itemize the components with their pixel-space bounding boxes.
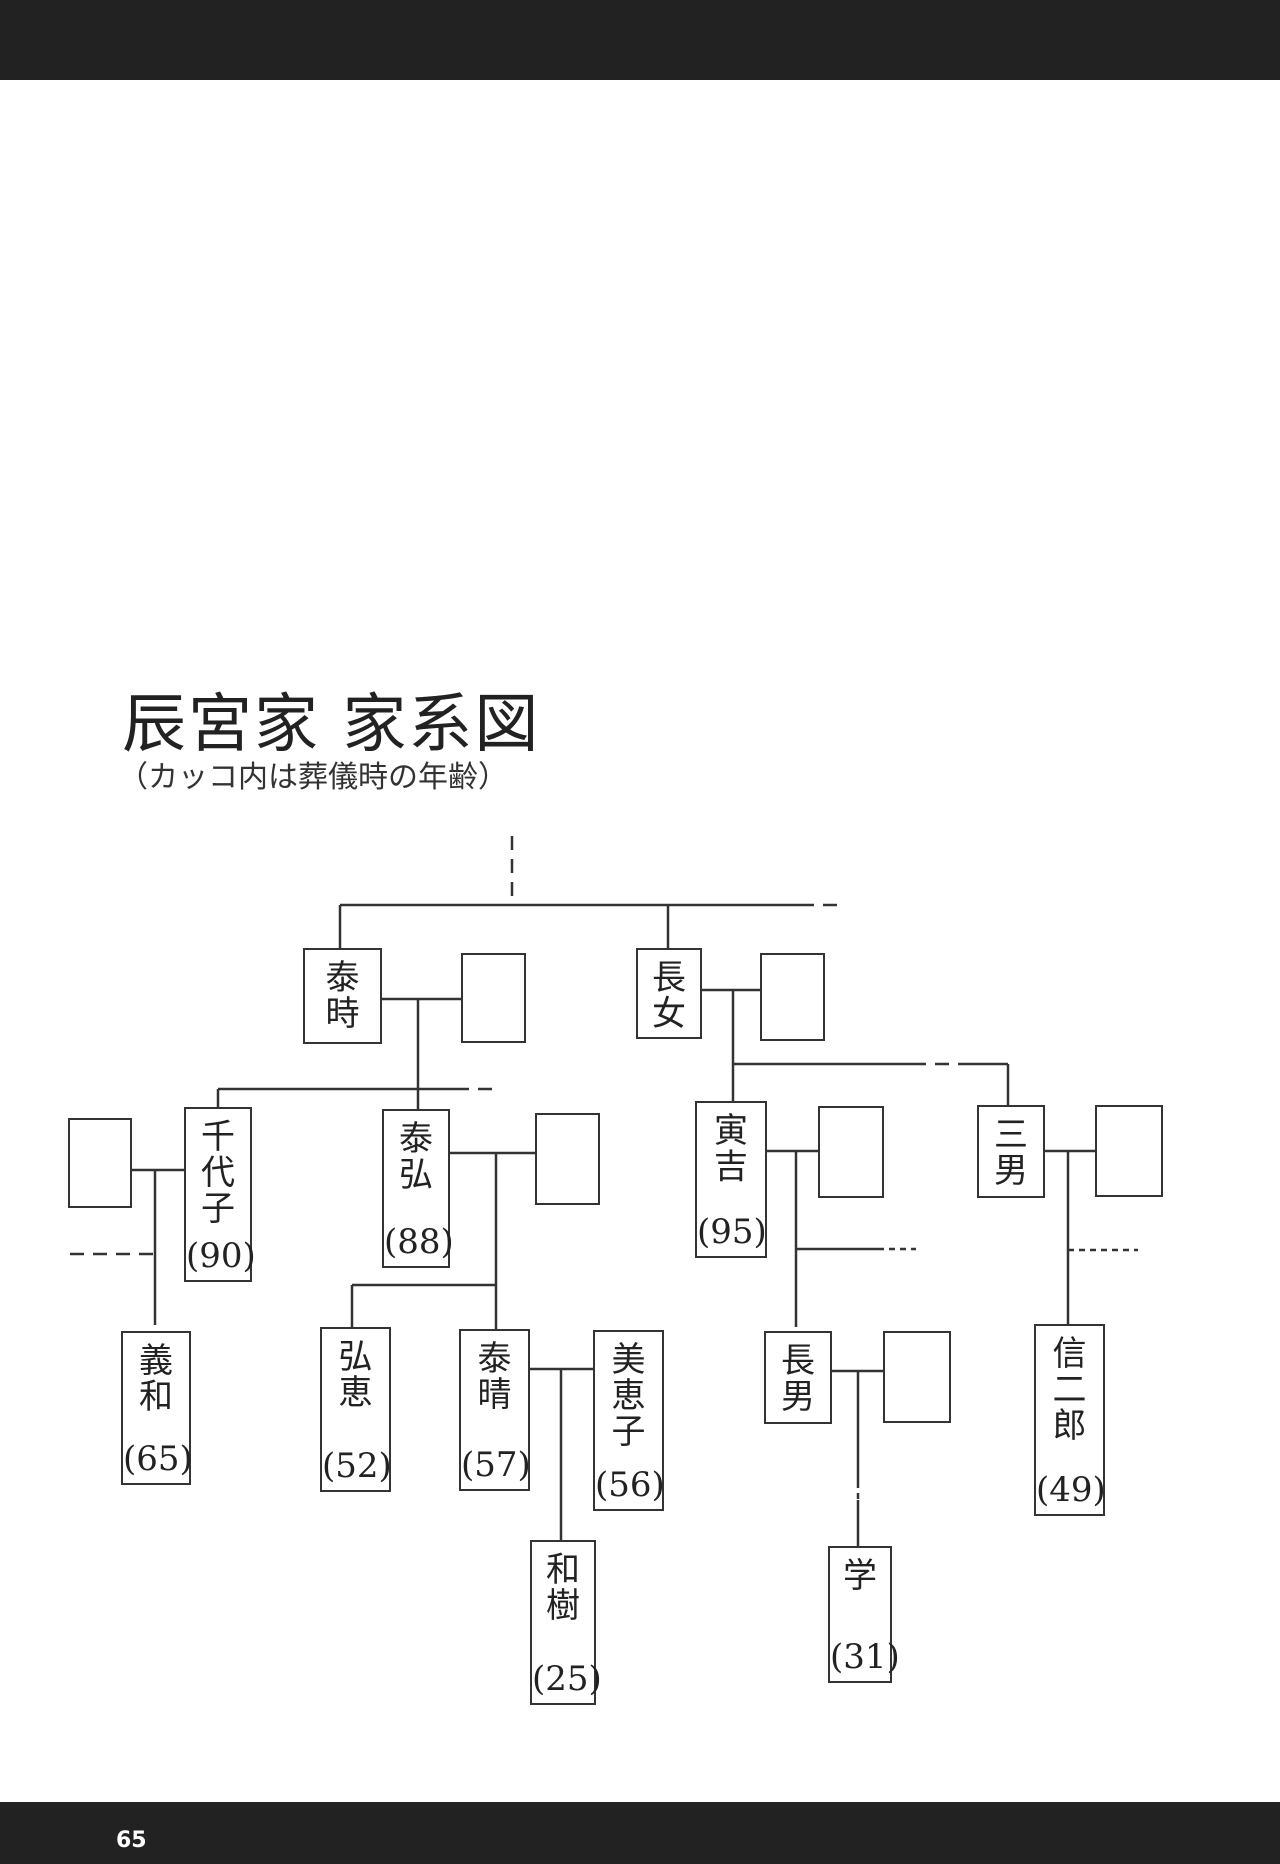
person-name: 千代子 — [201, 1117, 235, 1229]
person-age: (90) — [186, 1236, 256, 1276]
person-box-chounan: 長男 — [764, 1331, 832, 1424]
person-name: 長男 — [781, 1341, 815, 1417]
person-name: 美恵子 — [611, 1340, 646, 1452]
person-box-torakichi: 寅吉 (95) — [695, 1101, 767, 1258]
bottom-border-bar — [0, 1802, 1280, 1864]
spouse-box-sannan — [1095, 1105, 1163, 1197]
person-age: (52) — [322, 1446, 392, 1486]
top-border-bar — [0, 0, 1280, 80]
person-box-manabu: 学 (31) — [828, 1546, 900, 1683]
person-name: 三男 — [994, 1115, 1028, 1191]
person-name: 弘恵 — [338, 1337, 373, 1413]
person-box-kazuki: 和樹 (25) — [530, 1540, 602, 1705]
person-box-shinjirou: 信二郎 (49) — [1034, 1324, 1106, 1516]
person-box-yasuharu: 泰晴 (57) — [459, 1329, 531, 1491]
person-age: (95) — [697, 1212, 767, 1252]
person-age: (57) — [461, 1445, 531, 1485]
person-name: 信二郎 — [1052, 1334, 1087, 1446]
person-name: 和樹 — [546, 1550, 580, 1626]
person-name: 泰晴 — [477, 1339, 512, 1415]
person-name: 義和 — [139, 1341, 173, 1417]
person-box-yasuhiro: 泰弘 (88) — [382, 1109, 454, 1268]
spouse-box-torakichi — [818, 1106, 884, 1198]
spouse-box-choujo — [760, 953, 825, 1041]
page-number: 65 — [116, 1828, 147, 1853]
person-name: 泰時 — [325, 958, 360, 1034]
spouse-box-yasutoki — [461, 953, 526, 1043]
spouse-box-yasuhiro — [535, 1113, 600, 1205]
person-name: 寅吉 — [714, 1111, 748, 1187]
person-age: (31) — [830, 1637, 900, 1677]
person-name: 学 — [843, 1556, 877, 1596]
spouse-box-chounan — [883, 1331, 951, 1423]
person-name: 長女 — [652, 958, 686, 1034]
page-subtitle: （カッコ内は葬儀時の年齢） — [118, 760, 508, 795]
person-age: (49) — [1036, 1470, 1106, 1510]
person-name: 泰弘 — [399, 1119, 433, 1195]
person-box-hiroe: 弘恵 (52) — [320, 1327, 392, 1492]
person-age: (65) — [123, 1439, 193, 1479]
person-box-yasutoki: 泰時 — [303, 948, 382, 1044]
person-box-yoshikazu: 義和 (65) — [121, 1331, 193, 1485]
person-age: (25) — [532, 1659, 602, 1699]
person-age: (56) — [595, 1465, 665, 1505]
person-age: (88) — [384, 1222, 454, 1262]
person-box-sannan: 三男 — [977, 1105, 1045, 1198]
spouse-box-chiyoko — [68, 1118, 132, 1208]
person-box-mieko: 美恵子 (56) — [593, 1330, 665, 1511]
person-box-chiyoko: 千代子 (90) — [184, 1107, 256, 1282]
page-title: 辰宮家 家系図 — [122, 688, 541, 762]
person-box-choujo: 長女 — [636, 948, 702, 1039]
